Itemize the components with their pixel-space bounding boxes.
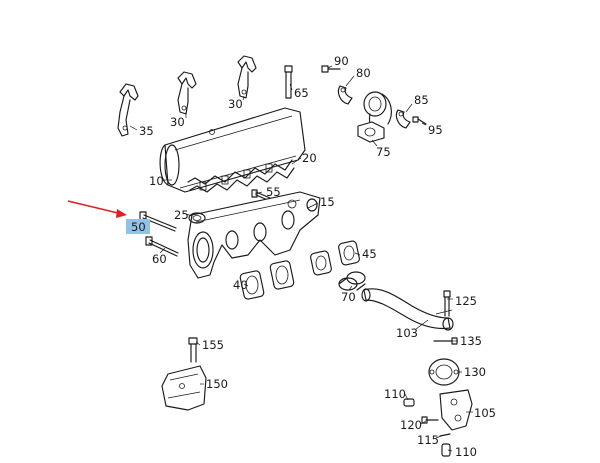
callout-125[interactable]: 125 — [455, 294, 477, 308]
callout-115[interactable]: 115 — [417, 433, 439, 447]
callout-60[interactable]: 60 — [152, 252, 167, 266]
callout-103[interactable]: 103 — [396, 326, 418, 340]
callout-75[interactable]: 75 — [376, 145, 391, 159]
gasket-20 — [187, 159, 295, 193]
pointer-arrow — [67, 200, 127, 218]
exhaust-manifold-15 — [187, 191, 321, 279]
callout-105[interactable]: 105 — [474, 406, 496, 420]
callout-135[interactable]: 135 — [460, 334, 482, 348]
pipe-103 — [361, 288, 454, 331]
egr-pipe-75 — [357, 91, 392, 143]
bracket-105 — [439, 389, 473, 431]
clamp-85 — [395, 109, 411, 129]
screw-90 — [321, 65, 341, 73]
bracket-35 — [117, 83, 139, 137]
bracket-30-right — [237, 55, 257, 99]
bracket-30-left — [177, 71, 197, 115]
bolt-125 — [443, 290, 451, 317]
leader-lines — [129, 65, 473, 452]
gasket-25 — [188, 212, 206, 224]
callout-20[interactable]: 20 — [302, 151, 317, 165]
callout-45[interactable]: 45 — [362, 247, 377, 261]
callout-110-bottom[interactable]: 110 — [455, 445, 477, 459]
callout-80[interactable]: 80 — [356, 66, 371, 80]
actuator-130 — [428, 358, 460, 386]
screw-95 — [412, 116, 427, 125]
callout-labels: 10 15 20 25 30 30 35 40 45 50 55 60 65 7… — [131, 54, 496, 459]
callout-30-left[interactable]: 30 — [170, 115, 185, 129]
heat-shield-10 — [159, 107, 306, 193]
callout-40[interactable]: 40 — [233, 278, 248, 292]
callout-85[interactable]: 85 — [414, 93, 429, 107]
callout-120[interactable]: 120 — [400, 418, 422, 432]
callout-130[interactable]: 130 — [464, 365, 486, 379]
callout-110-top[interactable]: 110 — [384, 387, 406, 401]
clamp-80 — [337, 85, 353, 105]
callout-70[interactable]: 70 — [341, 290, 356, 304]
callout-155[interactable]: 155 — [202, 338, 224, 352]
seal-ring-70 — [338, 271, 366, 291]
callout-15[interactable]: 15 — [320, 195, 335, 209]
callout-95[interactable]: 95 — [428, 123, 443, 137]
bolt-60 — [145, 236, 179, 257]
stud-65 — [284, 65, 293, 99]
callout-10[interactable]: 10 — [149, 174, 164, 188]
callout-30-right[interactable]: 30 — [228, 97, 243, 111]
callout-35[interactable]: 35 — [139, 124, 154, 138]
screw-115 — [439, 433, 451, 437]
callout-50[interactable]: 50 — [131, 220, 146, 234]
bolt-155 — [188, 337, 198, 363]
clip-110-bottom — [441, 443, 451, 457]
callout-25[interactable]: 25 — [174, 208, 189, 222]
gaskets-40 — [239, 260, 295, 300]
callout-90[interactable]: 90 — [334, 54, 349, 68]
clip-110 — [403, 398, 415, 407]
bolt-120 — [421, 416, 439, 424]
heat-shield-150 — [161, 365, 207, 411]
callout-150[interactable]: 150 — [206, 377, 228, 391]
callout-65[interactable]: 65 — [294, 86, 309, 100]
callout-55[interactable]: 55 — [266, 185, 281, 199]
gaskets-45 — [310, 240, 360, 276]
callout-50-highlight — [126, 219, 150, 234]
